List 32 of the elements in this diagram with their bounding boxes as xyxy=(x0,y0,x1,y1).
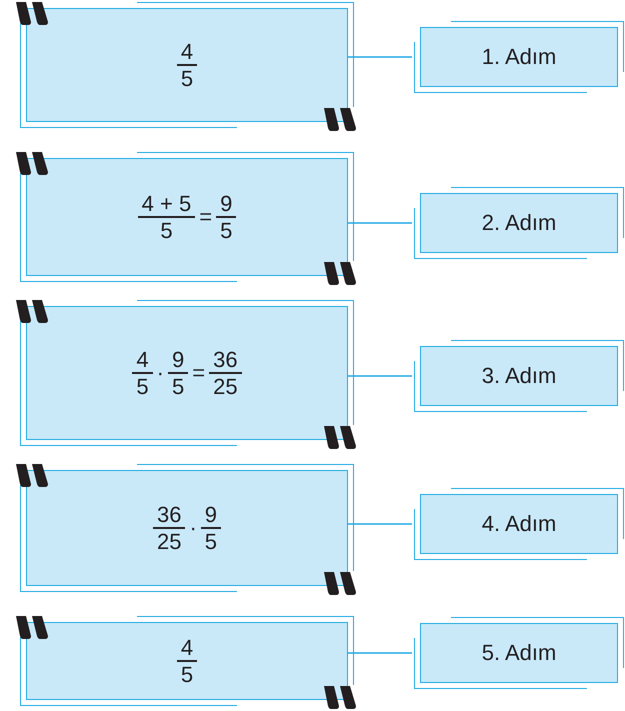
numerator: 4 + 5 xyxy=(138,192,196,218)
operator-sign: · xyxy=(189,517,197,539)
numerator: 36 xyxy=(209,348,242,374)
denominator: 5 xyxy=(170,374,186,398)
connector-line xyxy=(348,56,412,58)
step-label: 5. Adım xyxy=(482,640,556,666)
step-label: 2. Adım xyxy=(482,210,556,236)
numerator: 4 xyxy=(132,348,153,374)
connector-line xyxy=(348,375,412,377)
numerator: 36 xyxy=(152,502,186,529)
step-label: 1. Adım xyxy=(482,44,556,70)
numerator: 9 xyxy=(168,348,188,374)
numerator: 9 xyxy=(200,502,222,529)
denominator: 5 xyxy=(219,218,234,242)
numerator: 9 xyxy=(216,192,236,218)
denominator: 25 xyxy=(212,374,239,398)
connector-line xyxy=(348,222,412,224)
numerator: 4 xyxy=(176,636,198,662)
numerator: 4 xyxy=(176,40,198,66)
denominator: 5 xyxy=(159,218,174,242)
operator-sign: = xyxy=(192,362,206,384)
connector-line xyxy=(348,652,412,654)
denominator: 5 xyxy=(204,529,218,554)
denominator: 5 xyxy=(180,66,194,90)
operator-sign: = xyxy=(199,206,212,228)
step-label: 3. Adım xyxy=(482,363,556,389)
connector-line xyxy=(348,523,412,525)
operator-sign: · xyxy=(156,362,164,384)
denominator: 5 xyxy=(135,374,150,398)
denominator: 25 xyxy=(156,529,182,554)
denominator: 5 xyxy=(180,662,194,686)
step-label: 4. Adım xyxy=(482,511,556,537)
